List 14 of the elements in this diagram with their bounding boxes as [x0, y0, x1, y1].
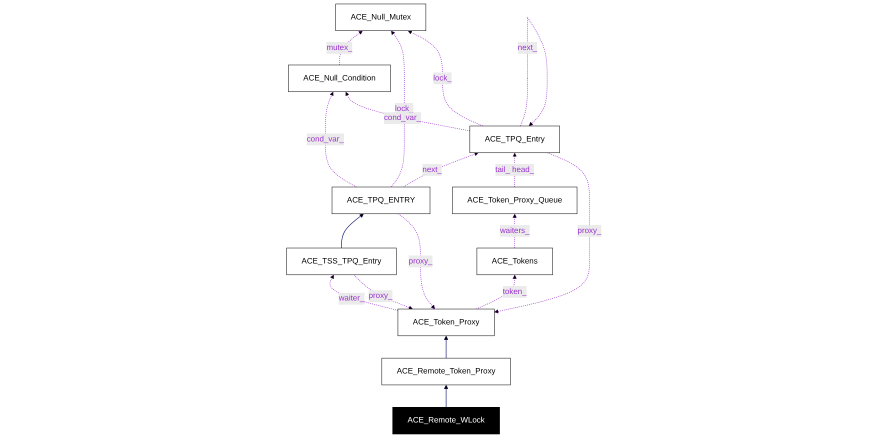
- arrow: [330, 274, 398, 311]
- arrow: [345, 92, 470, 132]
- arrow: [354, 274, 413, 310]
- arrow: [444, 384, 448, 408]
- arrow: [390, 30, 405, 188]
- arrow: [520, 17, 548, 126]
- arrow: [476, 274, 517, 310]
- arrow: [444, 336, 448, 358]
- arrow: [398, 213, 436, 310]
- arrow: [408, 30, 484, 126]
- arrow: [341, 214, 364, 248]
- arrow: [324, 92, 357, 188]
- arrow: [339, 30, 363, 66]
- arrow: [403, 152, 479, 188]
